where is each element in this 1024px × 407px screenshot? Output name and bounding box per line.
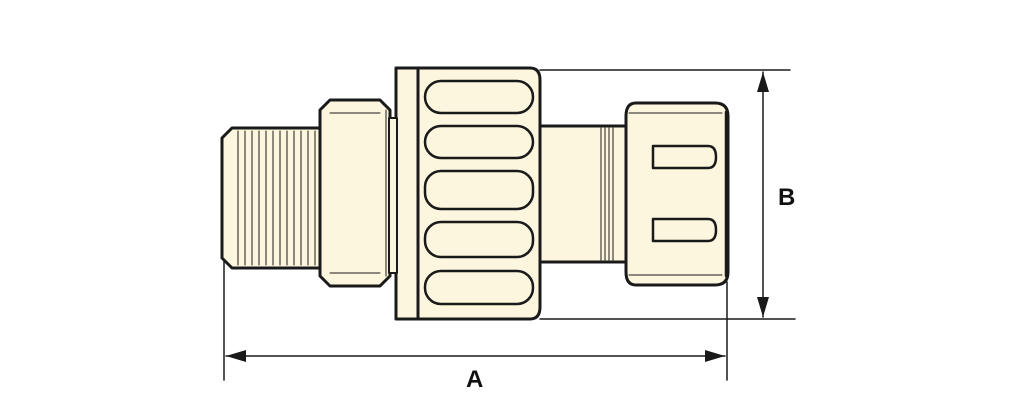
dimension-b-bottom-arrow: [757, 297, 769, 317]
dimension-a-right-arrow: [705, 350, 725, 362]
hex-body: [318, 98, 392, 288]
compression-cap: [624, 101, 730, 287]
threaded-male-end: [220, 126, 327, 270]
dimension-a-left-arrow: [226, 350, 246, 362]
dimension-a-label: A: [466, 366, 484, 393]
dimension-b-label: B: [778, 184, 796, 211]
nut-flutes: [423, 79, 535, 306]
dimension-b: [539, 69, 796, 320]
pipe-spigot: [538, 124, 634, 264]
thread-lines: [237, 130, 316, 266]
dimension-a: [223, 259, 728, 381]
dimension-b-top-arrow: [757, 72, 769, 92]
union-nut-flange: [388, 66, 420, 321]
fluted-union-nut: [416, 66, 542, 321]
